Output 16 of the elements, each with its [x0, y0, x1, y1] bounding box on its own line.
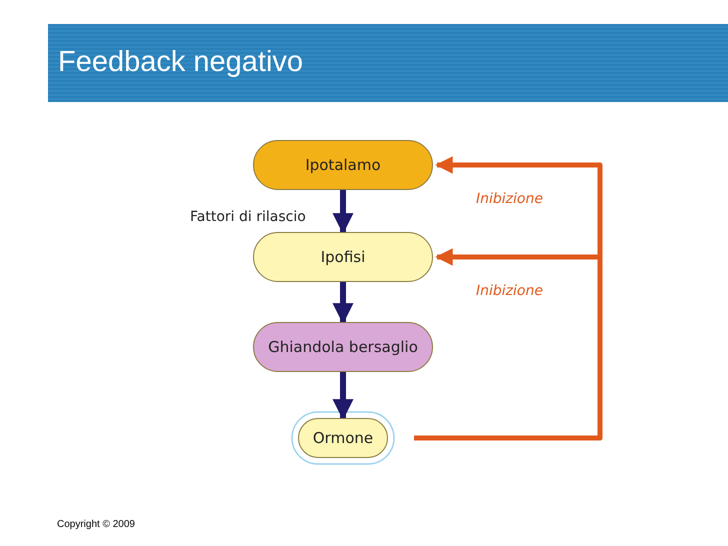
rounded-box	[253, 322, 433, 372]
arrow	[332, 282, 354, 324]
node-label: Ghiandola bersaglio	[268, 338, 418, 356]
copyright-note: Copyright © 2009	[57, 519, 135, 530]
edge-label: Fattori di rilascio	[190, 209, 306, 225]
rounded-box	[298, 418, 388, 458]
rounded-box	[253, 232, 433, 282]
node-label: Ormone	[312, 429, 374, 447]
node-label: Ipofisi	[320, 248, 366, 266]
node-label: Ipotalamo	[305, 156, 381, 174]
edge-label: Inibizione	[476, 191, 543, 207]
rounded-box	[253, 140, 433, 190]
arrow	[332, 190, 354, 234]
title-banner: Feedback negativo	[48, 24, 728, 102]
arrow	[332, 372, 354, 420]
edge-label: Inibizione	[476, 283, 543, 299]
